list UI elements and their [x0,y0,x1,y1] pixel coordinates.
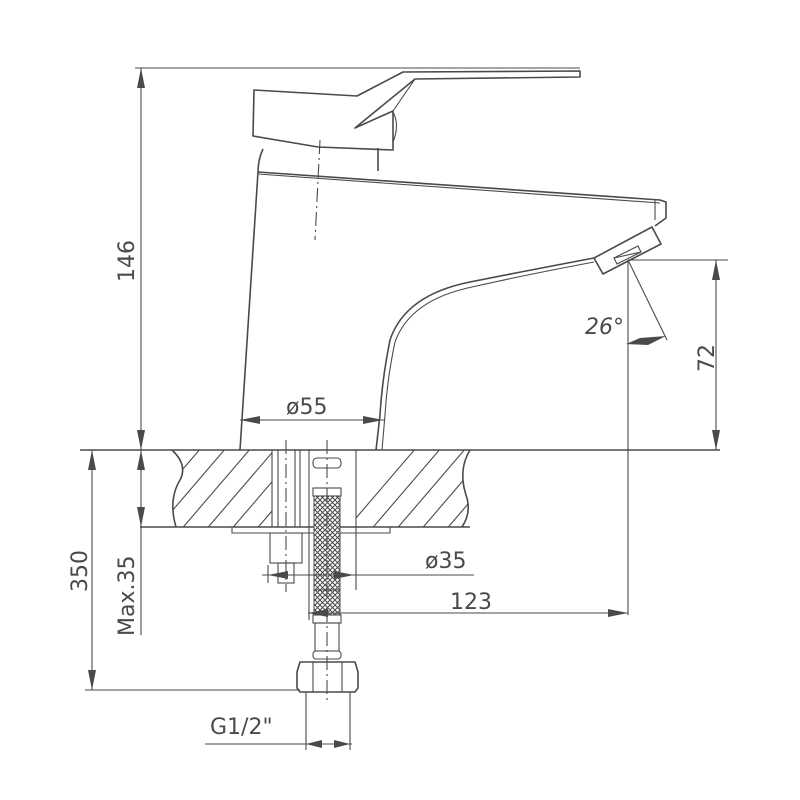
dimension-350: 350 [68,449,300,691]
dimension-123: 123 [308,590,628,617]
max-thickness-label: Max.35 [115,556,140,636]
dimension-o55: ø55 [240,395,385,424]
spout-angle-label: 26° [585,315,624,340]
overall-height-label: 146 [115,240,140,282]
dimension-max35: Max.35 [115,450,145,636]
hex-nut [296,661,359,693]
spout [257,171,667,227]
spout-height-label: 72 [695,344,720,372]
spout-reach-label: 123 [450,590,492,615]
hose-length-label: 350 [68,550,93,592]
aerator [593,226,662,275]
flex-hose [296,440,359,700]
dimension-thread: G1/2" [205,692,352,750]
dimension-o35: ø35 [262,549,474,583]
countertop-section [80,449,720,534]
dimension-146: 146 [115,67,580,450]
dimension-72: 72 26° [585,259,728,615]
base-diameter-label: ø55 [286,395,327,420]
mounting-stud [269,440,303,592]
thread-label: G1/2" [210,715,273,740]
hole-diameter-label: ø35 [425,549,466,574]
faucet-body [239,70,667,451]
lever-handle [252,70,581,151]
